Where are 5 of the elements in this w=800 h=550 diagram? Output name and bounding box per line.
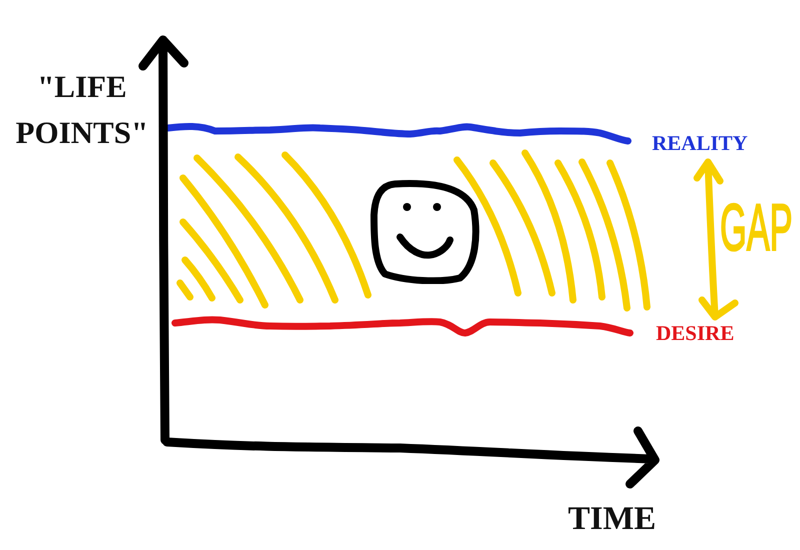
axis-label: "LIFE POINTS" — [14, 68, 150, 152]
gap-label: GAP — [720, 194, 792, 260]
axis-label: TIME — [568, 503, 656, 536]
line-label: REALITY — [652, 133, 748, 154]
line-label: DESIRE — [656, 323, 734, 344]
